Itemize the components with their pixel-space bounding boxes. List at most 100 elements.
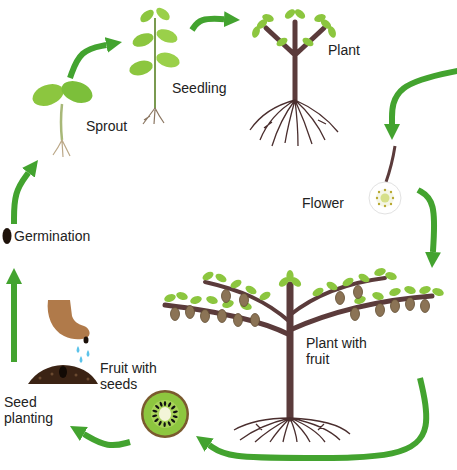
fruiting-plant-illustration bbox=[391, 300, 400, 313]
seedling-illustration bbox=[154, 5, 172, 22]
stage-label: Sprout bbox=[86, 118, 258, 134]
young-plant-illustration bbox=[327, 25, 338, 39]
planting-hand bbox=[48, 300, 90, 344]
kiwi-slice bbox=[170, 405, 176, 410]
soil-mound bbox=[51, 373, 54, 376]
flower-illustration bbox=[369, 146, 401, 214]
flower-illustration bbox=[369, 182, 401, 214]
fruiting-plant-illustration bbox=[205, 295, 219, 306]
soil-mound bbox=[59, 366, 67, 378]
seedling-illustration bbox=[143, 108, 164, 124]
fruiting-plant-illustration bbox=[214, 272, 228, 284]
kiwi-slice bbox=[154, 404, 159, 409]
fruiting-plant-illustration bbox=[201, 310, 210, 323]
fruiting-plant-illustration bbox=[325, 280, 339, 292]
fruiting-plant-illustration bbox=[421, 300, 430, 313]
seedling-illustration bbox=[138, 7, 156, 24]
flower-illustration bbox=[384, 205, 386, 207]
stage-label: Seedling bbox=[172, 80, 338, 96]
kiwi-slice bbox=[172, 415, 178, 419]
young-plant-illustration bbox=[251, 25, 262, 39]
fruiting-plant-illustration bbox=[431, 287, 445, 298]
flower-illustration bbox=[376, 197, 378, 199]
flower-illustration bbox=[384, 189, 386, 191]
fruiting-plant-illustration bbox=[384, 271, 398, 282]
stage-label: Plant with fruit bbox=[306, 335, 382, 367]
flower-illustration bbox=[392, 197, 394, 199]
sprout-illustration bbox=[30, 77, 96, 157]
fruiting-plant-illustration bbox=[406, 298, 415, 311]
young-plant-illustration bbox=[293, 7, 307, 20]
sprout-illustration bbox=[53, 140, 70, 157]
fruiting-plant-illustration bbox=[336, 292, 345, 305]
fruiting-plant-illustration bbox=[165, 296, 432, 335]
fruiting-plant-illustration bbox=[234, 418, 350, 442]
fruiting-plant-illustration bbox=[251, 314, 260, 327]
cycle-arrow bbox=[418, 190, 434, 252]
sprout-illustration bbox=[30, 80, 67, 110]
young-plant-illustration bbox=[275, 36, 289, 48]
planting-hand bbox=[48, 300, 90, 339]
fruiting-plant-illustration bbox=[234, 314, 243, 327]
fruiting-plant-illustration bbox=[287, 285, 294, 418]
flower-illustration bbox=[381, 194, 390, 203]
kiwi-slice bbox=[159, 401, 163, 407]
germinating-seed bbox=[3, 228, 12, 244]
flower-illustration bbox=[386, 146, 395, 182]
stage-label: Fruit with seeds bbox=[100, 360, 170, 392]
water-drops bbox=[80, 356, 83, 363]
seedling-illustration bbox=[155, 27, 180, 46]
young-plant-illustration bbox=[250, 100, 338, 146]
fruiting-plant-illustration bbox=[341, 276, 355, 288]
sprout-illustration bbox=[61, 104, 62, 140]
stage-node: Plant with fruit bbox=[205, 268, 445, 378]
stage-label: Plant bbox=[328, 42, 457, 58]
fruiting-plant-illustration bbox=[201, 270, 215, 282]
fruiting-plant-illustration bbox=[418, 285, 432, 296]
cycle-arrow bbox=[14, 173, 28, 224]
flower-illustration bbox=[378, 203, 380, 205]
young-plant-illustration bbox=[261, 13, 275, 24]
stage-label: Germination bbox=[14, 228, 130, 244]
cycle-arrow bbox=[84, 434, 130, 445]
kiwi-slice bbox=[158, 420, 163, 426]
young-plant-illustration bbox=[266, 22, 324, 100]
fruiting-plant-illustration bbox=[240, 294, 249, 307]
fruiting-plant-illustration bbox=[354, 286, 363, 299]
water-drops bbox=[87, 350, 90, 357]
fruiting-plant-illustration bbox=[258, 290, 272, 302]
fruiting-plant-illustration bbox=[163, 267, 445, 442]
fruiting-plant-illustration bbox=[175, 291, 189, 302]
seedling-illustration bbox=[154, 18, 156, 108]
kiwi-slice bbox=[152, 409, 158, 413]
kiwi-slice bbox=[151, 400, 179, 428]
kiwi-slice bbox=[170, 418, 176, 423]
soil-mound bbox=[28, 365, 98, 384]
seedling-illustration bbox=[131, 31, 156, 50]
young-plant-illustration bbox=[313, 13, 327, 24]
young-plant-illustration bbox=[283, 7, 297, 20]
flower-illustration bbox=[390, 203, 392, 205]
stage-node: Seedling bbox=[122, 30, 288, 112]
stage-node: Flower bbox=[298, 140, 418, 224]
flower-illustration bbox=[390, 191, 392, 193]
fruiting-plant-illustration bbox=[371, 291, 385, 302]
fruiting-plant-illustration bbox=[186, 306, 195, 319]
kiwi-slice bbox=[141, 390, 189, 438]
soil-mound bbox=[39, 377, 42, 380]
germinating-seed bbox=[3, 228, 12, 244]
stage-node: Fruit with seeds bbox=[96, 356, 196, 442]
stage-label: Seed planting bbox=[4, 394, 66, 426]
stage-node: Germination bbox=[2, 224, 118, 268]
kiwi-slice bbox=[152, 414, 158, 417]
fruiting-plant-illustration bbox=[311, 286, 325, 298]
fruiting-plant-illustration bbox=[357, 272, 371, 284]
kiwi-slice bbox=[167, 421, 171, 427]
fruiting-plant-illustration bbox=[388, 287, 402, 298]
water-drops bbox=[77, 346, 90, 363]
fruiting-plant-illustration bbox=[403, 285, 417, 296]
planting-hand bbox=[84, 337, 89, 344]
fruiting-plant-illustration bbox=[286, 270, 293, 282]
fruiting-plant-illustration bbox=[373, 267, 387, 278]
